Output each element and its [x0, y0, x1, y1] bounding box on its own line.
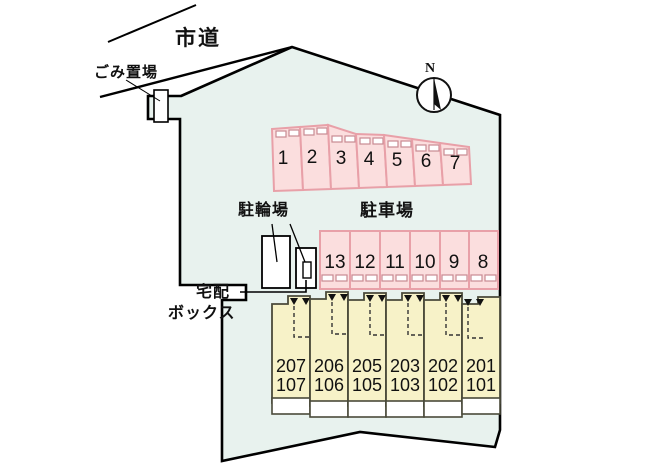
north-label: N	[425, 61, 436, 76]
stall-label: 11	[385, 252, 405, 273]
unit-upper-label: 202	[428, 356, 458, 376]
delivery-box	[302, 261, 312, 279]
unit-lower-label: 102	[428, 375, 458, 395]
unit-upper-label: 206	[314, 356, 344, 376]
parking-stall[interactable]: 6	[410, 137, 445, 188]
parking-stall[interactable]: 1	[270, 125, 305, 193]
garbage-area-box[interactable]	[153, 89, 169, 123]
building-unit[interactable]: 203 103	[385, 292, 426, 418]
parking-stall[interactable]: 13	[319, 230, 351, 290]
parking-stall[interactable]: 8	[468, 230, 499, 290]
parking-row-top: 1 2 3 4 5	[270, 123, 473, 193]
garbage-area-leader	[125, 79, 161, 102]
unit-upper-label: 203	[390, 356, 420, 376]
city-road-lines	[99, 4, 293, 99]
building-unit[interactable]: 201 101	[461, 296, 501, 415]
unit-lower-label: 103	[390, 375, 420, 395]
car-parking-label: 駐車場	[360, 201, 414, 221]
building-unit[interactable]: 207 107	[271, 295, 312, 415]
building-unit[interactable]: 206 106	[309, 291, 350, 418]
stall-label: 7	[450, 153, 461, 174]
stall-label: 3	[336, 148, 347, 169]
stall-label: 8	[478, 252, 489, 273]
parking-stall[interactable]: 2	[298, 123, 333, 192]
unit-lower-label: 107	[276, 375, 306, 395]
parking-stall[interactable]: 12	[349, 230, 381, 290]
bicycle-parking-leaders	[271, 223, 306, 263]
unit-upper-label: 205	[352, 356, 382, 376]
stall-label: 5	[392, 150, 403, 171]
parking-stall[interactable]: 3	[326, 123, 361, 191]
unit-lower-label: 105	[352, 375, 382, 395]
apartment-building: 207 107 206 106 205 105	[271, 291, 501, 418]
unit-upper-label: 201	[466, 356, 496, 376]
delivery-box-leader	[240, 280, 307, 293]
stall-label: 6	[421, 151, 432, 172]
stall-label: 12	[354, 252, 375, 273]
bicycle-parking-label: 駐輪場	[238, 200, 290, 219]
parking-stall[interactable]: 4	[354, 132, 389, 190]
unit-upper-label: 207	[276, 356, 306, 376]
stall-label: 4	[364, 149, 375, 170]
stall-label: 13	[324, 252, 345, 273]
parking-stall[interactable]: 7	[438, 141, 473, 187]
bicycle-parking-small[interactable]	[295, 247, 317, 289]
building-unit[interactable]: 202 102	[423, 292, 464, 418]
bicycle-parking-large[interactable]	[261, 235, 291, 289]
stall-label: 10	[414, 252, 435, 273]
parking-stall[interactable]: 5	[382, 133, 417, 189]
delivery-box-label-line1: 宅配	[196, 282, 231, 301]
delivery-box-label-line2: ボックス	[168, 303, 236, 322]
garbage-area-label: ごみ置場	[94, 63, 159, 81]
stall-label: 2	[307, 147, 318, 168]
building-unit[interactable]: 205 105	[347, 292, 388, 418]
parking-row-bottom: 13 12 11 10 9 8	[319, 230, 499, 290]
parking-stall[interactable]: 10	[409, 230, 441, 290]
unit-lower-label: 106	[314, 375, 344, 395]
stall-label: 1	[278, 148, 289, 169]
unit-lower-label: 101	[466, 375, 496, 395]
city-road-label: 市道	[175, 26, 221, 50]
parking-stall[interactable]: 9	[439, 230, 470, 290]
stall-label: 9	[449, 252, 460, 273]
north-compass	[416, 77, 452, 113]
parking-stall[interactable]: 11	[379, 230, 411, 290]
